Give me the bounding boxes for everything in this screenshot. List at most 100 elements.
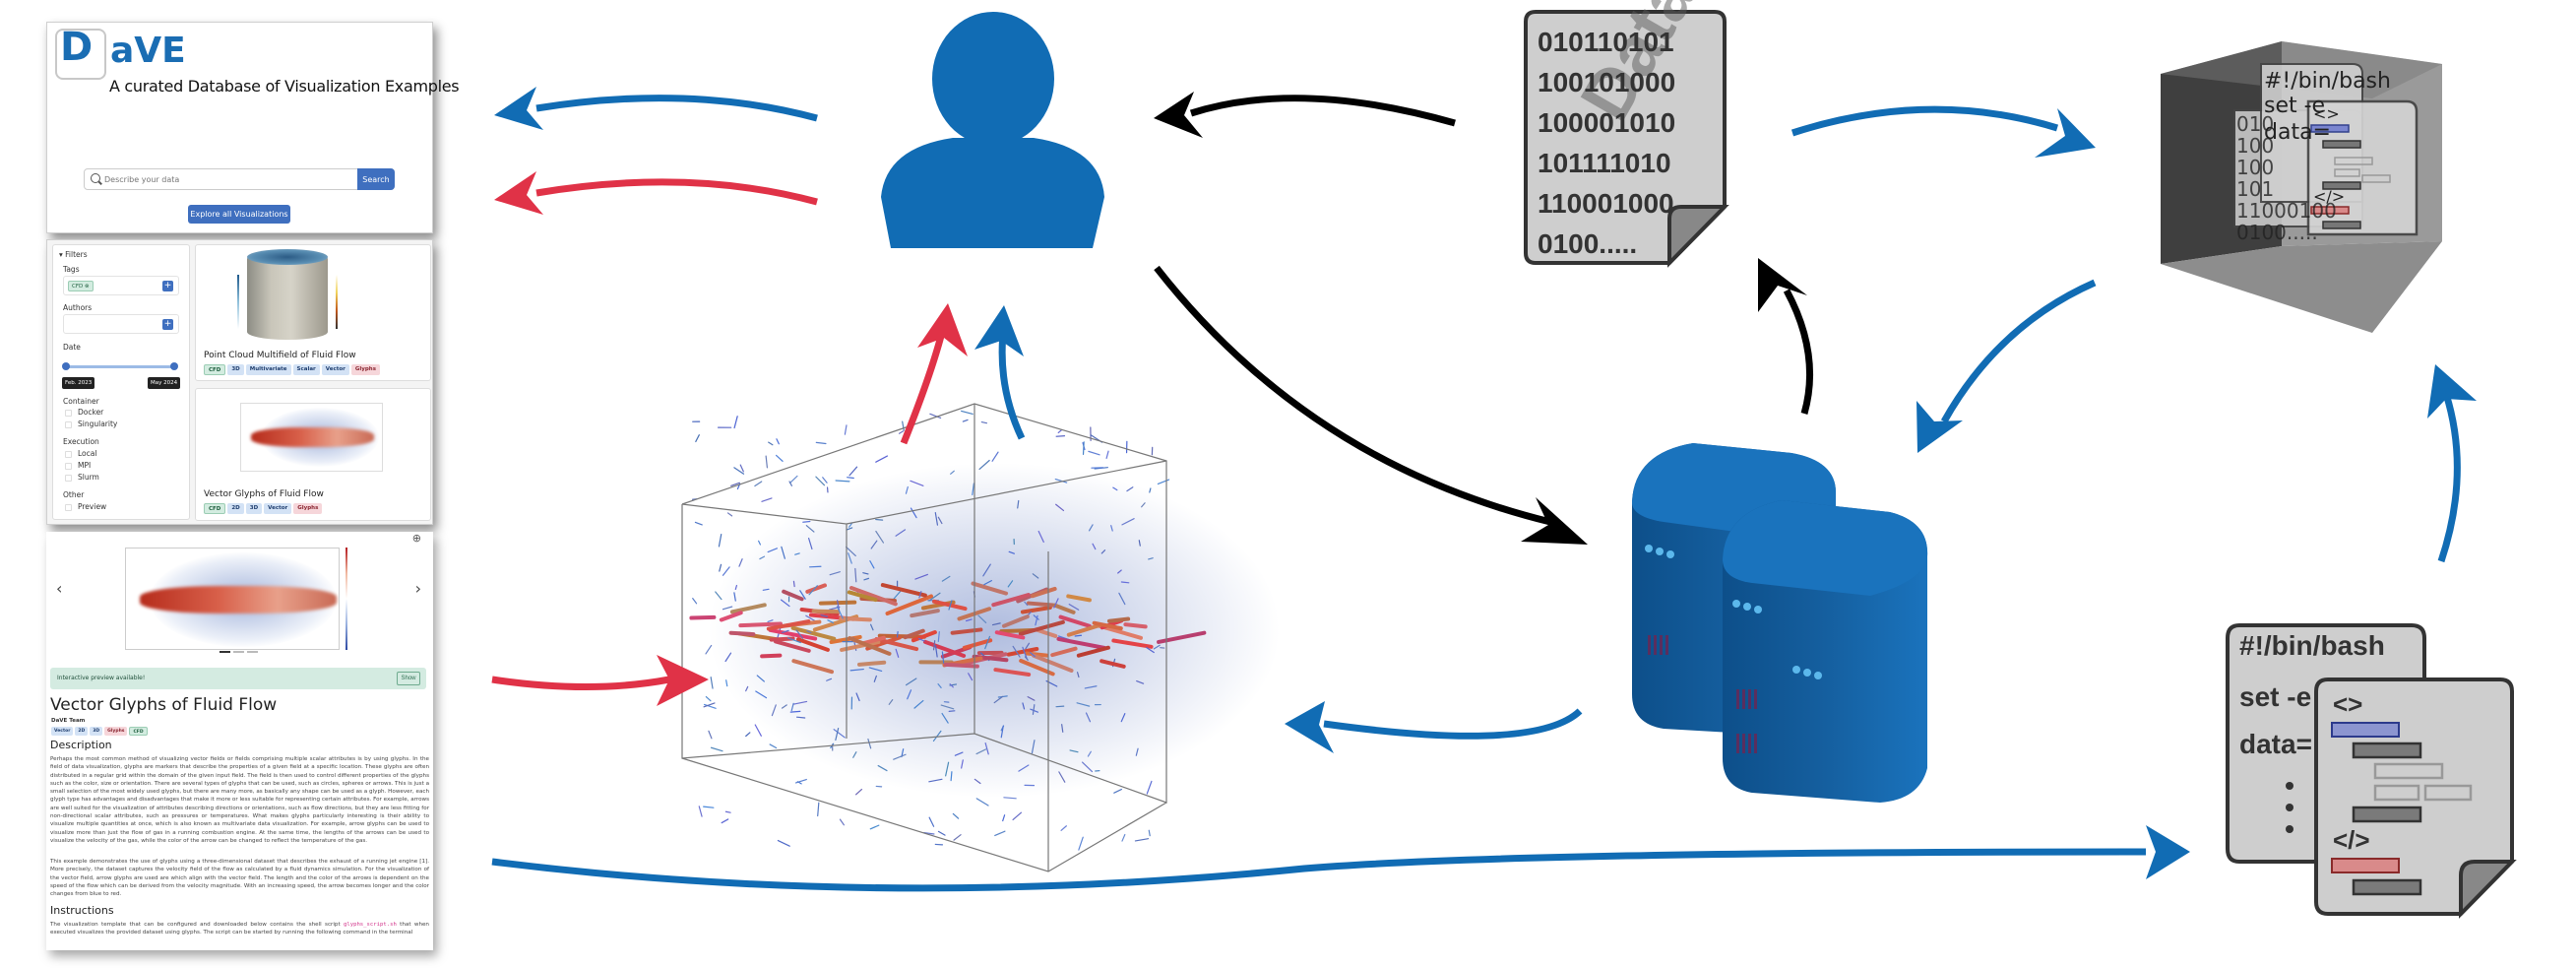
vector-glyph	[840, 640, 881, 652]
search-button[interactable]: Search	[357, 168, 395, 190]
date-to-tooltip: May 2024	[148, 377, 181, 389]
container-close-tag: </>	[2313, 187, 2346, 206]
carousel-dot[interactable]	[220, 651, 230, 653]
tag-chip[interactable]: CFD ⊗	[68, 281, 94, 291]
vector-glyph	[835, 480, 850, 483]
vector-glyph	[1106, 616, 1131, 623]
vector-glyph	[1120, 713, 1126, 723]
vector-glyph	[885, 594, 934, 616]
vector-glyph	[1008, 550, 1015, 554]
tag-badge[interactable]: Multivariate	[245, 364, 291, 375]
vector-glyph	[971, 581, 1009, 596]
card-title[interactable]: Vector Glyphs of Fluid Flow	[204, 489, 324, 499]
vector-glyph	[710, 746, 723, 752]
tag-badge[interactable]: 3D	[227, 364, 244, 375]
tag-badge[interactable]: Vector	[51, 727, 74, 736]
vector-glyph	[844, 424, 848, 435]
carousel-next-button[interactable]: ›	[414, 579, 421, 598]
vector-glyph	[991, 451, 999, 462]
remove-tag-icon[interactable]: ⊗	[85, 284, 90, 290]
date-label: Date	[63, 343, 81, 352]
vector-glyph	[1100, 549, 1106, 554]
vector-glyph	[767, 548, 779, 553]
authors-field[interactable]: +	[63, 314, 179, 334]
vector-glyph	[961, 759, 964, 769]
carousel-prev-button[interactable]: ‹	[56, 579, 63, 598]
vector-glyph	[980, 420, 988, 424]
checkbox-preview[interactable]	[65, 504, 72, 511]
vector-glyph	[792, 580, 795, 588]
vector-glyph	[1050, 646, 1078, 658]
tag-badge[interactable]: 2D	[227, 503, 244, 514]
checkbox-mpi[interactable]	[65, 463, 72, 470]
zoom-in-icon[interactable]: ⊕	[411, 532, 421, 545]
tag-badge[interactable]: Glyphs	[104, 727, 128, 736]
description-paragraph-2: This example demonstrates the use of gly…	[50, 859, 429, 898]
tag-badge[interactable]: Scalar	[292, 364, 320, 375]
vector-glyph	[734, 584, 738, 591]
dave-browse-screenshot: ▾ Filters Tags CFD ⊗ + Authors + Date Fe…	[46, 239, 433, 525]
vector-glyph	[977, 614, 987, 623]
vector-glyph	[805, 525, 815, 533]
vector-glyph	[1077, 672, 1080, 678]
tag-badge[interactable]: Glyphs	[293, 503, 323, 514]
vector-glyph	[1000, 725, 1004, 739]
tag-badge[interactable]: 3D	[245, 503, 263, 514]
vector-glyph	[782, 589, 804, 602]
vector-glyph	[993, 668, 1032, 678]
vector-glyph	[1066, 594, 1092, 603]
checkbox-mpi-label: MPI	[78, 461, 92, 470]
filters-toggle[interactable]: ▾ Filters	[59, 250, 88, 259]
vector-glyph	[782, 629, 789, 634]
vector-glyph	[1032, 653, 1074, 673]
vector-glyph	[983, 580, 992, 586]
tag-badge[interactable]: 3D	[90, 727, 103, 736]
checkbox-singularity[interactable]	[65, 421, 72, 428]
card-title[interactable]: Point Cloud Multifield of Fluid Flow	[204, 351, 356, 360]
vector-glyph	[745, 685, 749, 692]
checkbox-slurm[interactable]	[65, 475, 72, 482]
vector-glyph	[982, 563, 991, 577]
add-author-button[interactable]: +	[162, 319, 173, 330]
vector-glyph	[1149, 487, 1152, 493]
tag-badge[interactable]: CFD	[129, 727, 148, 736]
search-input[interactable]	[104, 169, 341, 189]
vector-glyph	[1087, 750, 1092, 757]
vector-glyph	[950, 627, 983, 635]
show-preview-button[interactable]: Show	[397, 672, 420, 685]
vector-glyph	[848, 466, 858, 477]
checkbox-local[interactable]	[65, 451, 72, 458]
vector-glyph	[827, 619, 835, 623]
date-slider-start-handle[interactable]	[62, 362, 70, 370]
visualization-card[interactable]: Point Cloud Multifield of Fluid Flow CFD…	[195, 244, 431, 381]
date-slider-end-handle[interactable]	[170, 362, 178, 370]
arrow-servers-to-vis	[1323, 708, 1583, 740]
add-tag-button[interactable]: +	[162, 281, 173, 291]
script-line: #!/bin/bash	[2239, 630, 2385, 661]
author-name[interactable]: DaVE Team	[51, 718, 86, 724]
carousel-dot[interactable]	[247, 651, 258, 653]
vector-glyph	[893, 753, 907, 760]
tag-badge[interactable]: CFD	[204, 503, 226, 514]
vector-glyph	[975, 798, 989, 807]
vector-glyph	[755, 690, 768, 699]
explore-all-button[interactable]: Explore all Visualizations	[188, 205, 290, 224]
vector-glyph	[1153, 644, 1161, 650]
vector-glyph	[1121, 833, 1126, 842]
checkbox-docker[interactable]	[65, 410, 72, 417]
date-range-slider[interactable]	[65, 365, 173, 368]
tag-badge[interactable]: CFD	[204, 364, 226, 375]
vector-glyph	[729, 603, 767, 614]
tag-badge[interactable]: Glyphs	[350, 364, 380, 375]
vector-glyph	[873, 675, 877, 682]
vector-glyph	[918, 591, 922, 599]
tag-badge[interactable]: 2D	[75, 727, 89, 736]
tag-badge[interactable]: Vector	[264, 503, 292, 514]
vector-glyph	[848, 636, 892, 656]
tags-field[interactable]: CFD ⊗ +	[63, 276, 179, 295]
carousel-dot[interactable]	[233, 651, 244, 653]
tag-badge[interactable]: Vector	[321, 364, 349, 375]
vector-glyph	[961, 410, 974, 416]
vector-glyph	[795, 716, 806, 719]
